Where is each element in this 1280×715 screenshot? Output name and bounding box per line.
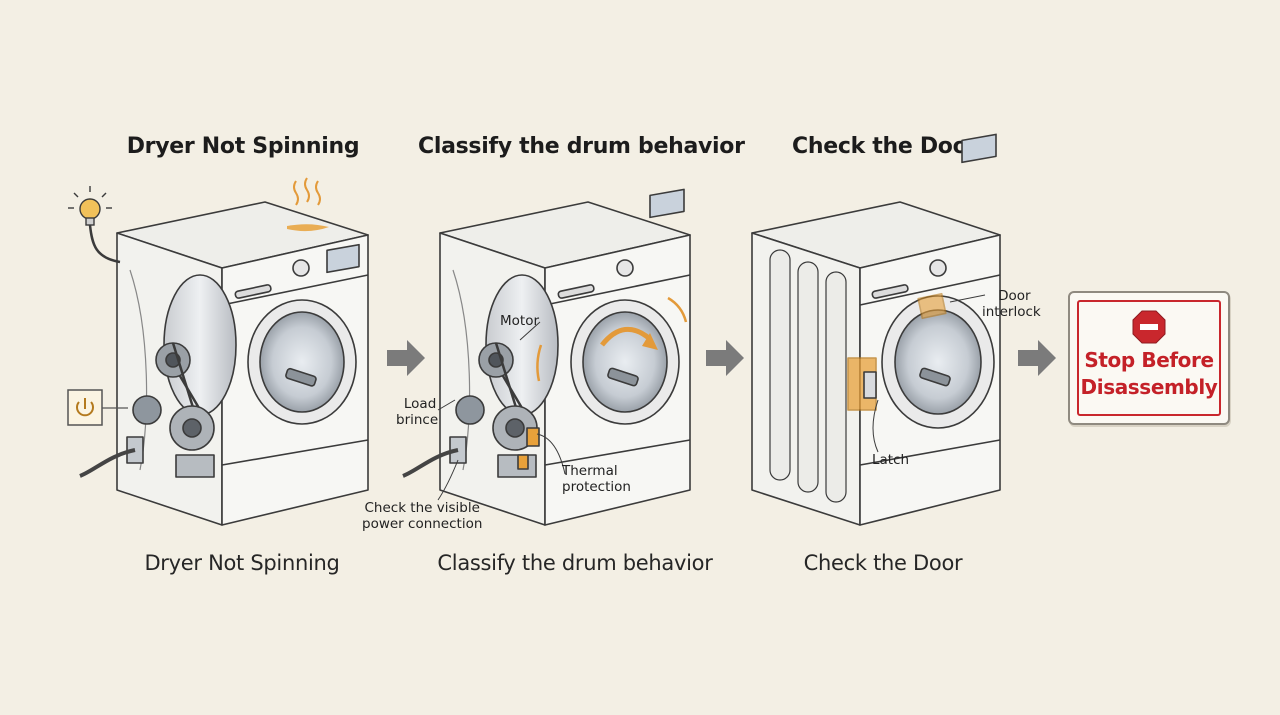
step-3-title: Check the Door bbox=[792, 134, 978, 159]
callout-motor: Motor bbox=[500, 313, 540, 329]
stop-sign-icon bbox=[1132, 310, 1166, 344]
step-2-title: Classify the drum behavior bbox=[418, 134, 745, 159]
callout-load-line1: Load bbox=[403, 396, 437, 412]
callout-latch: Latch bbox=[872, 452, 910, 468]
dryer-1 bbox=[79, 201, 369, 526]
arrow-icon bbox=[1018, 340, 1056, 376]
stop-line1: Stop Before bbox=[1084, 348, 1214, 372]
callout-load-line2: brince bbox=[396, 412, 439, 428]
callout-power: Check the visible power connection bbox=[362, 500, 482, 532]
step-2-caption: Classify the drum behavior bbox=[437, 551, 713, 575]
callout-door-interlock: Door interlock bbox=[982, 288, 1041, 320]
arrow-icon bbox=[387, 340, 425, 376]
step-3-caption: Check the Door bbox=[803, 551, 963, 575]
stop-card-border bbox=[1077, 300, 1221, 416]
callout-door-line2: interlock bbox=[982, 304, 1041, 320]
stop-text: Stop Before Disassembly bbox=[1070, 347, 1228, 401]
dryer-3 bbox=[751, 133, 1001, 526]
callout-power-line2: power connection bbox=[362, 516, 483, 532]
step-1-caption: Dryer Not Spinning bbox=[144, 551, 340, 575]
step-1-title: Dryer Not Spinning bbox=[126, 134, 360, 159]
callout-load: Load brince bbox=[396, 396, 438, 428]
callout-thermal: Thermal protection bbox=[562, 463, 631, 495]
heat-icon bbox=[293, 177, 321, 206]
power-icon bbox=[67, 389, 128, 426]
stop-line2: Disassembly bbox=[1080, 375, 1218, 399]
callout-thermal-line1: Thermal bbox=[562, 463, 618, 479]
arrow-icon bbox=[706, 340, 744, 376]
dryer-2 bbox=[402, 188, 691, 526]
callout-door-line1: Door bbox=[998, 288, 1031, 304]
lightbulb-icon bbox=[68, 186, 121, 264]
callout-power-line1: Check the visible bbox=[364, 500, 480, 516]
stop-before-disassembly-card: Stop Before Disassembly bbox=[1068, 291, 1230, 425]
callout-thermal-line2: protection bbox=[562, 479, 631, 495]
